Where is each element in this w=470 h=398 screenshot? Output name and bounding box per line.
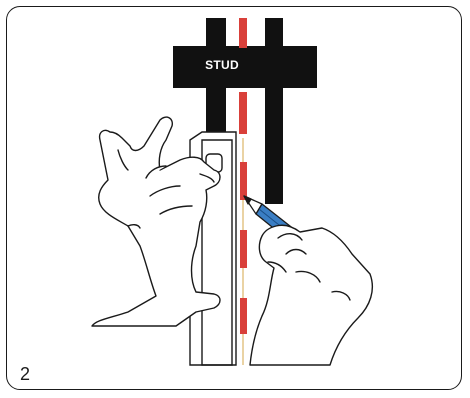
stud-label: STUD	[188, 58, 256, 72]
step-number: 2	[20, 364, 30, 385]
center-line-marks	[240, 162, 247, 334]
right-hand	[250, 225, 372, 365]
